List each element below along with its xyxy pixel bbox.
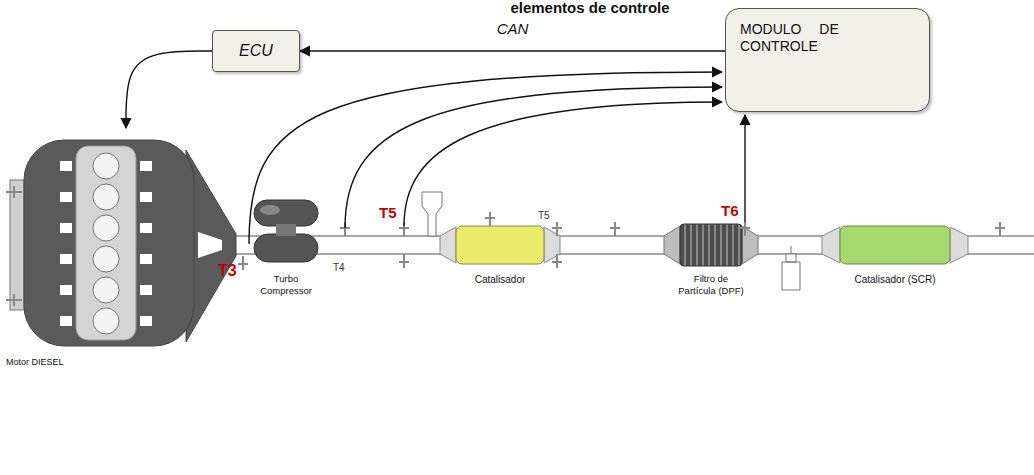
- catalyst-drawing: [440, 226, 560, 264]
- node-label: Catalisador: [452, 274, 548, 286]
- bus-label: CAN: [495, 21, 531, 38]
- injector-funnel: [422, 192, 442, 236]
- turbo-node: Turbo Compressor: [250, 196, 322, 296]
- node-label: Catalisador (SCR): [830, 274, 960, 286]
- node-label: Filtro de Partícula (DPF): [676, 273, 746, 296]
- node-label: Motor DIESEL: [6, 357, 232, 368]
- sensor-symbols: [238, 212, 1005, 270]
- engine-node: Motor DIESEL: [6, 128, 232, 368]
- sensor-tag: T5: [538, 210, 550, 221]
- node-label: MODULO DE CONTROLE: [740, 21, 915, 55]
- dpf-node: Filtro de Partícula (DPF): [668, 222, 754, 296]
- dpf-drawing: [664, 224, 758, 266]
- node-label: Turbo Compressor: [256, 273, 316, 296]
- sensor-tag: T6: [721, 203, 739, 220]
- ecu-box: ECU: [212, 30, 300, 72]
- sensor-tag: T3: [218, 262, 237, 280]
- urea-bottle: [782, 254, 800, 290]
- scr-node: Catalisador (SCR): [830, 224, 960, 286]
- turbo-drawing: [254, 200, 318, 262]
- node-label: ECU: [219, 41, 293, 60]
- diagram-title: elementos de controle: [510, 0, 669, 17]
- engine-drawing: [6, 140, 236, 346]
- connector-arrow: [126, 51, 212, 128]
- sensor-wires: [249, 72, 745, 244]
- scr-drawing: [822, 226, 968, 264]
- catalyst-node: Catalisador: [452, 224, 548, 286]
- control-module-box: MODULO DE CONTROLE: [725, 8, 930, 112]
- sensor-tag: T4: [333, 262, 345, 273]
- sensor-tag: T5: [379, 205, 397, 222]
- connector-arrow: [300, 50, 725, 51]
